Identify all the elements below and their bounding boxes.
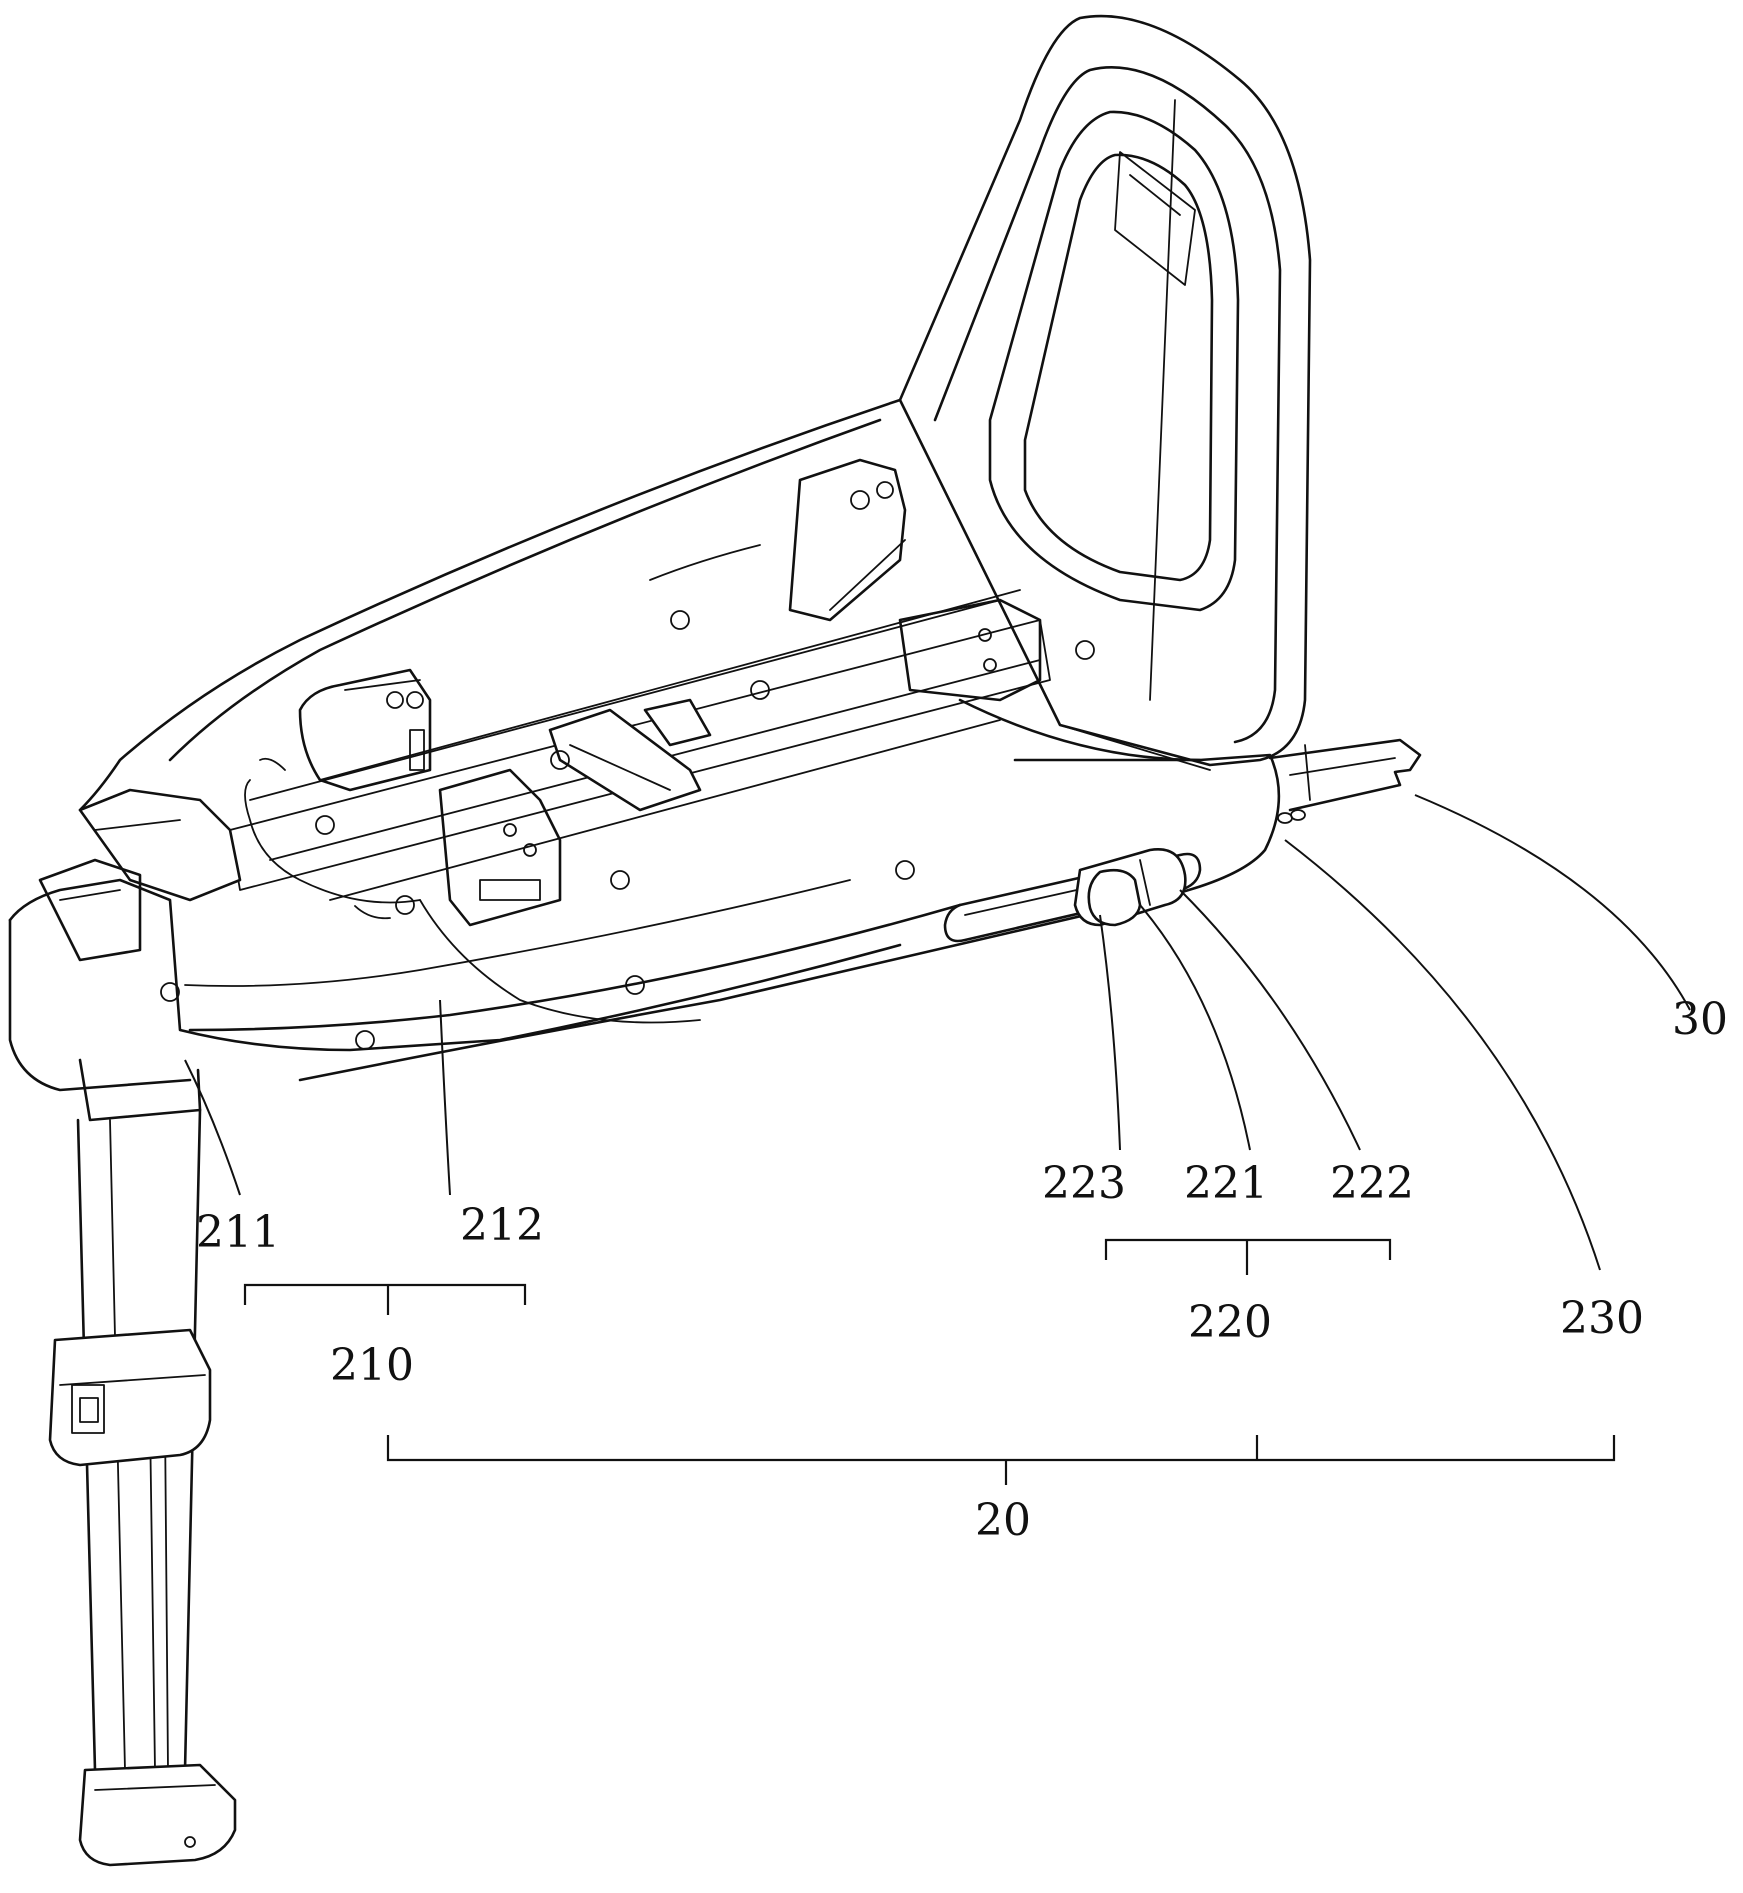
label-212: 212 [460, 1200, 544, 1251]
leader-lines [185, 795, 1690, 1270]
label-221: 221 [1184, 1158, 1268, 1209]
bracket-left [300, 670, 430, 790]
label-220: 220 [1188, 1297, 1272, 1348]
label-30: 30 [1672, 994, 1728, 1045]
adjuster-button [1075, 849, 1185, 925]
bracket-center [440, 770, 560, 925]
label-20: 20 [975, 1495, 1031, 1546]
label-230: 230 [1560, 1293, 1644, 1344]
bracket-220 [1106, 1240, 1390, 1275]
inner-frame [230, 545, 1050, 900]
backrest [900, 16, 1310, 765]
bracket-210 [245, 1285, 525, 1315]
reference-labels: 30 223 221 222 211 212 220 230 210 20 [196, 994, 1728, 1546]
label-223: 223 [1042, 1158, 1126, 1209]
label-210: 210 [330, 1340, 414, 1391]
front-release [40, 790, 240, 960]
center-buckle [550, 700, 710, 810]
extension-leg [1270, 740, 1420, 823]
label-222: 222 [1330, 1158, 1414, 1209]
bracket-right [790, 460, 905, 620]
seat-shell [10, 400, 960, 1120]
bracket-20 [388, 1435, 1614, 1485]
label-211: 211 [196, 1207, 280, 1258]
